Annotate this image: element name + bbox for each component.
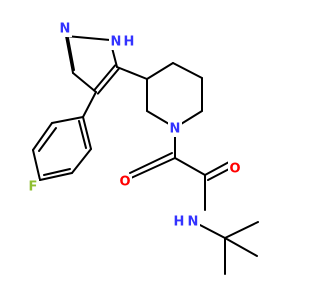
phenyl-c2-c3-bond [32,122,53,151]
pyrazole-n-atom: N [58,21,72,37]
pyrazole-n-label: N [60,22,71,37]
amide-oxygen-label: O [229,162,240,177]
ketone-carbon-oxygen-bond [130,157,176,179]
amide-oxygen-atom: O [228,161,242,177]
pyrazole-n-n-bond [65,35,111,41]
phenyl-c5-c6-bond [71,148,92,174]
phenyl-inner-bond-2 [43,168,71,176]
pyrazole-phenyl-bond [82,91,97,118]
pyrazole-nh-n-label: N [111,35,122,50]
pyrazole-n-c5-bond [65,35,74,74]
pyrazole-c5-n-double-bond [67,37,75,71]
piperidine-c6-n-bond [180,110,203,125]
fluorine-label: F [29,180,38,195]
ketone-oxygen-label: O [119,175,130,190]
pyrazole-c4-c5-bond [72,72,97,93]
phenyl-inner-bond-3 [78,120,87,149]
piperidine-n-atom: N [168,121,182,137]
pyrazole-c3-c4-bond [93,64,117,92]
amide-nh-atom: H N [172,214,200,230]
ketone-oxygen-atom: O [118,174,132,190]
amide-nh-n-label: N [188,215,199,230]
phenyl-c1-c2-bond [51,116,84,124]
molecule-structure-diagram: N N H N O O H N F [27,21,259,275]
pyrazole-c3-c4-bond [96,67,120,95]
phenyl-inner-bond-1 [38,127,57,152]
ketone-carbon-oxygen-double-bond [129,152,173,174]
carbonyl-carbonyl-bond [174,157,206,176]
pyrazole-piperidine-bond [116,66,148,80]
tbutyl-methyl-top-bond [224,221,259,239]
phenyl-c6-c1-bond [82,116,92,150]
amide-nh-h-label: H [174,215,185,230]
phenyl-c4-c5-bond [39,172,73,181]
atom-label-layer: N N H N O O H N F [27,21,242,230]
piperidine-n-label: N [170,122,181,137]
piperidine-c3-c4-bond [146,62,174,80]
tbutyl-methyl-right-bond [224,237,258,257]
amide-nitrogen-tbutyl-bond [199,224,226,239]
piperidine-c4-c5-bond [172,62,203,79]
amide-carbon-oxygen-bond [204,161,230,176]
piperidine-n-c2-bond [146,110,170,125]
pyrazole-nh-atom: N H [109,34,137,50]
pyrazole-nh-h-label: H [124,35,135,50]
amide-carbon-oxygen-double-bond [207,167,232,181]
bond-layer [32,35,259,275]
fluorine-atom: F [27,179,39,195]
phenyl-c3-c4-bond [32,149,41,181]
